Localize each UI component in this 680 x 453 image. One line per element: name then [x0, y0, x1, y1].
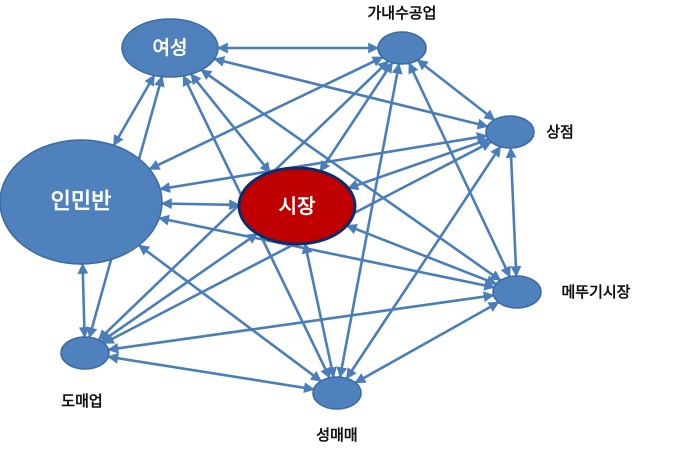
edge-store-grasshopper_market: [505, 146, 522, 278]
edge-grasshopper_market-market: [345, 223, 498, 286]
node-inminban: [0, 139, 163, 265]
node-label-grasshopper_market: 메뚜기시장: [561, 283, 630, 301]
edge-inminban-market: [160, 198, 241, 211]
node-market: [237, 166, 357, 246]
edge-women-store: [213, 56, 489, 130]
node-prostitution: [312, 376, 362, 410]
edge-women-market: [189, 73, 272, 174]
node-label-store: 상점: [546, 123, 574, 141]
node-store: [485, 115, 535, 149]
edge-prostitution-market: [301, 242, 337, 379]
edge-women-inminban: [112, 74, 156, 147]
edge-wholesale-market: [100, 232, 259, 343]
node-grasshopper_market: [492, 275, 542, 309]
node-label-home_industry: 가내수공업: [367, 4, 436, 22]
node-label-market: 시장: [279, 194, 316, 218]
node-label-women: 여성: [153, 37, 188, 59]
edge-wholesale-inminban: [77, 262, 90, 339]
edge-store-market: [347, 137, 490, 191]
node-label-wholesale: 도매업: [61, 392, 102, 410]
nodes-layer: [0, 18, 542, 410]
edge-grasshopper_market-prostitution: [354, 301, 500, 384]
node-wholesale: [60, 336, 110, 370]
edges-layer: [77, 42, 522, 394]
edge-home_industry-grasshopper_market: [408, 62, 511, 278]
edge-prostitution-inminban: [138, 244, 322, 383]
edge-prostitution-wholesale: [107, 352, 315, 394]
node-label-inminban: 인민반: [51, 190, 112, 215]
node-women: [121, 18, 219, 78]
node-label-prostitution: 성매매: [316, 426, 357, 444]
node-home_industry: [377, 31, 427, 65]
edge-grasshopper_market-wholesale: [107, 291, 495, 354]
